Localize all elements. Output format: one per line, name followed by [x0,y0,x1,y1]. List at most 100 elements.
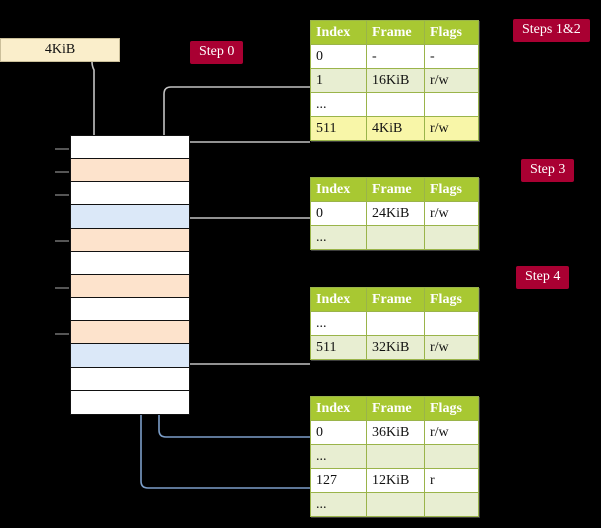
cell-idx: 127 [310,468,367,493]
column-header-index: Index [310,396,367,421]
physical-memory-block [55,135,190,415]
cell-frm: 16KiB [366,68,425,93]
frame-tick-mark [55,193,69,196]
column-header-index: Index [310,20,367,45]
column-header-frame: Frame [366,177,425,202]
memory-frame-row [71,298,189,322]
cell-frm: 24KiB [366,201,425,226]
wire-t1-row1-to-mem [163,86,310,156]
cell-flg: r/w [424,116,479,141]
memory-frame-row [71,344,189,368]
frame-tick-mark [55,147,69,150]
cell-flg [424,92,479,117]
cell-frm [366,492,425,517]
cell-idx: 0 [310,44,367,69]
cell-frm [366,225,425,250]
memory-frame-row [55,274,189,299]
column-header-flags: Flags [424,396,479,421]
cell-frm: 32KiB [366,335,425,360]
memory-frame-row [71,367,189,391]
wire-t4-row0-to-mem [158,206,310,438]
column-header-frame: Frame [366,20,425,45]
memory-frame-row [71,390,189,414]
wire-t1-row511-to-mem [168,141,310,226]
badge-step-4: Step 4 [516,266,570,289]
table-row: 0-- [310,44,479,69]
cell-flg: r/w [424,335,479,360]
memory-frame-row [55,159,189,183]
cell-idx: 511 [310,116,367,141]
cell-idx: 1 [310,68,367,93]
cell-flg: - [424,44,479,69]
badge-step-3: Step 3 [521,159,575,182]
table-row: ... [310,492,479,517]
cell-flg: r/w [424,68,479,93]
cell-frm [366,444,425,469]
badge-step-0: Step 0 [190,41,244,64]
frame-tick-mark [55,332,69,335]
wire-t3-row511-to-mem [168,296,310,365]
wire-source-to-mem [91,61,102,159]
cell-flg: r [424,468,479,493]
cell-frm [366,92,425,117]
cell-flg [424,225,479,250]
cell-frm: 12KiB [366,468,425,493]
cell-frm: 4KiB [366,116,425,141]
column-header-frame: Frame [366,287,425,312]
frame-tick-mark [55,170,69,173]
memory-frame-row [55,136,189,160]
memory-frame-row [55,228,189,252]
table-row: ... [310,444,479,469]
badge-label: Step 4 [525,269,561,284]
cell-idx: 0 [310,420,367,445]
cell-idx: ... [310,92,367,117]
cell-idx: 511 [310,335,367,360]
table-row: ... [310,311,479,336]
badge-steps-1-2: Steps 1&2 [513,19,590,42]
memory-frame-row [55,321,189,345]
column-header-frame: Frame [366,396,425,421]
cell-idx: ... [310,311,367,336]
cell-frm: - [366,44,425,69]
cell-flg [424,492,479,517]
cell-flg: r/w [424,420,479,445]
column-header-flags: Flags [424,177,479,202]
source-frame-label: 4KiB [44,42,76,57]
column-header-flags: Flags [424,287,479,312]
wire-t2-row0-to-mem [174,217,310,251]
memory-frame-row [71,251,189,275]
column-header-flags: Flags [424,20,479,45]
cell-idx: ... [310,444,367,469]
cell-frm: 36KiB [366,420,425,445]
column-header-index: Index [310,287,367,312]
cell-flg: r/w [424,201,479,226]
table-row: ... [310,225,479,250]
frame-tick-mark [55,240,69,243]
wire-t4-row127-to-mem [140,323,310,489]
cell-idx: ... [310,492,367,517]
column-header-index: Index [310,177,367,202]
cell-flg [424,311,479,336]
badge-label: Steps 1&2 [522,22,581,37]
cell-idx: ... [310,225,367,250]
badge-label: Step 3 [530,162,566,177]
badge-label: Step 0 [199,44,235,59]
cell-flg [424,444,479,469]
memory-frame-row [71,205,189,229]
frame-tick-mark [55,286,69,289]
cell-idx: 0 [310,201,367,226]
source-frame-box: 4KiB [0,38,120,62]
